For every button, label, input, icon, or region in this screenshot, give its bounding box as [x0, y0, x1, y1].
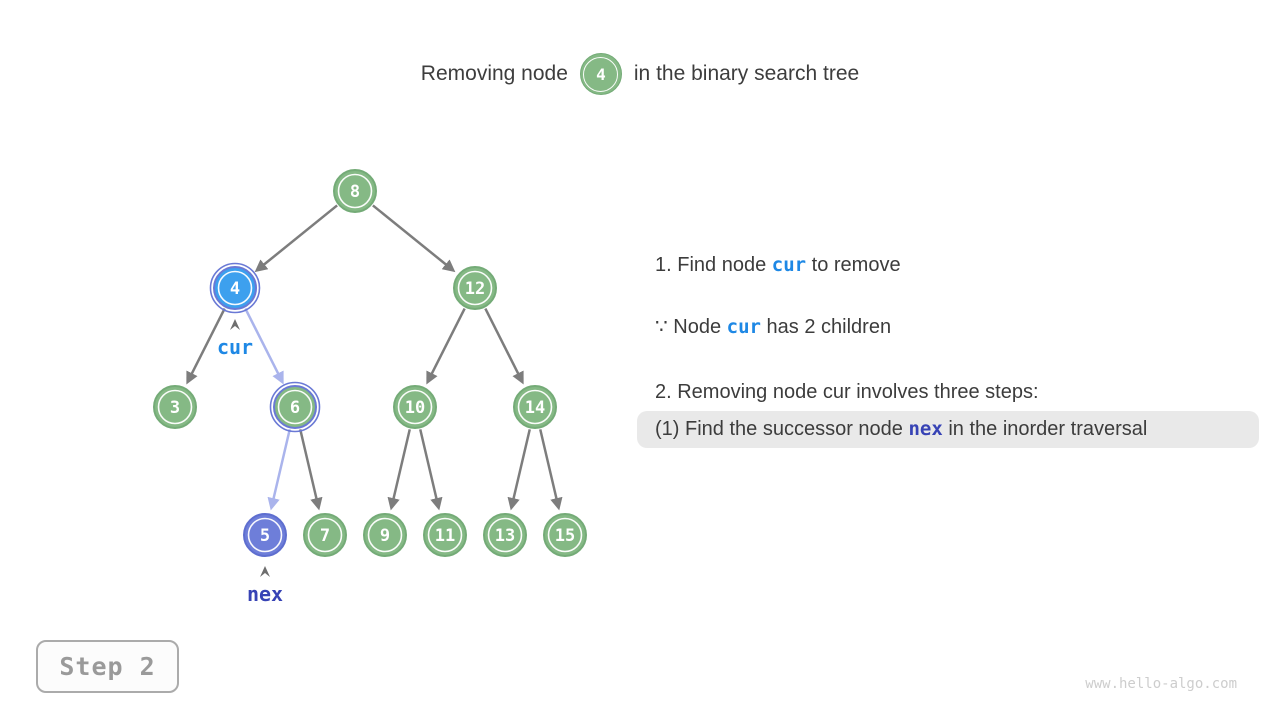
step-badge: Step 2 — [36, 640, 179, 693]
svg-text:10: 10 — [405, 398, 425, 418]
svg-text:5: 5 — [260, 526, 270, 546]
title-node-value: 4 — [596, 64, 606, 84]
svg-text:9: 9 — [380, 526, 390, 546]
tree-node-11: 11 — [423, 513, 467, 557]
svg-text:13: 13 — [495, 526, 515, 546]
page-title: Removing node 4 in the binary search tre… — [0, 48, 1280, 100]
svg-text:4: 4 — [230, 279, 240, 299]
tree-node-13: 13 — [483, 513, 527, 557]
title-prefix: Removing node — [420, 62, 568, 85]
tree-node-12: 12 — [453, 266, 497, 310]
svg-text:cur: cur — [217, 335, 253, 359]
tree-edge-6-5 — [267, 429, 291, 511]
svg-text:8: 8 — [350, 182, 360, 202]
pointer-cur: cur — [217, 319, 253, 359]
tree-node-5: 5 — [243, 513, 287, 557]
tree-edge-14-15 — [539, 429, 563, 511]
tree-node-4: 4 — [209, 262, 261, 314]
svg-text:11: 11 — [435, 526, 455, 546]
title-node-circle: 4 — [579, 53, 622, 95]
tree-node-7: 7 — [303, 513, 347, 557]
tree-node-9: 9 — [363, 513, 407, 557]
svg-text:15: 15 — [555, 526, 575, 546]
step-badge-label: Step 2 — [59, 652, 156, 681]
svg-text:nex: nex — [247, 582, 283, 606]
tree-node-10: 10 — [393, 385, 437, 429]
tree-node-6: 6 — [269, 381, 321, 433]
tree-edge-10-11 — [419, 429, 443, 511]
tree-node-15: 15 — [543, 513, 587, 557]
pointer-nex: nex — [247, 566, 283, 606]
pointer-up-arrow-icon — [260, 566, 270, 577]
svg-text:3: 3 — [170, 398, 180, 418]
tree-edge-8-4 — [254, 204, 338, 273]
watermark: www.hello-algo.com — [1085, 676, 1237, 692]
tree-node-3: 3 — [153, 385, 197, 429]
title-suffix: in the binary search tree — [633, 62, 860, 85]
tree-edge-10-9 — [387, 429, 411, 511]
tree-edge-4-3 — [186, 307, 226, 385]
tree-edge-8-12 — [372, 204, 456, 273]
tree-edge-14-13 — [507, 429, 531, 511]
tree-node-8: 8 — [333, 169, 377, 213]
tree-node-14: 14 — [513, 385, 557, 429]
tree-edge-6-7 — [299, 429, 323, 511]
svg-text:6: 6 — [290, 398, 300, 418]
tree-edge-12-10 — [426, 307, 466, 385]
svg-text:7: 7 — [320, 526, 330, 546]
pointer-up-arrow-icon — [230, 319, 240, 330]
svg-text:12: 12 — [465, 279, 485, 299]
tree-edge-4-6 — [244, 307, 284, 385]
tree-edge-12-14 — [484, 307, 524, 385]
svg-text:14: 14 — [525, 398, 545, 418]
